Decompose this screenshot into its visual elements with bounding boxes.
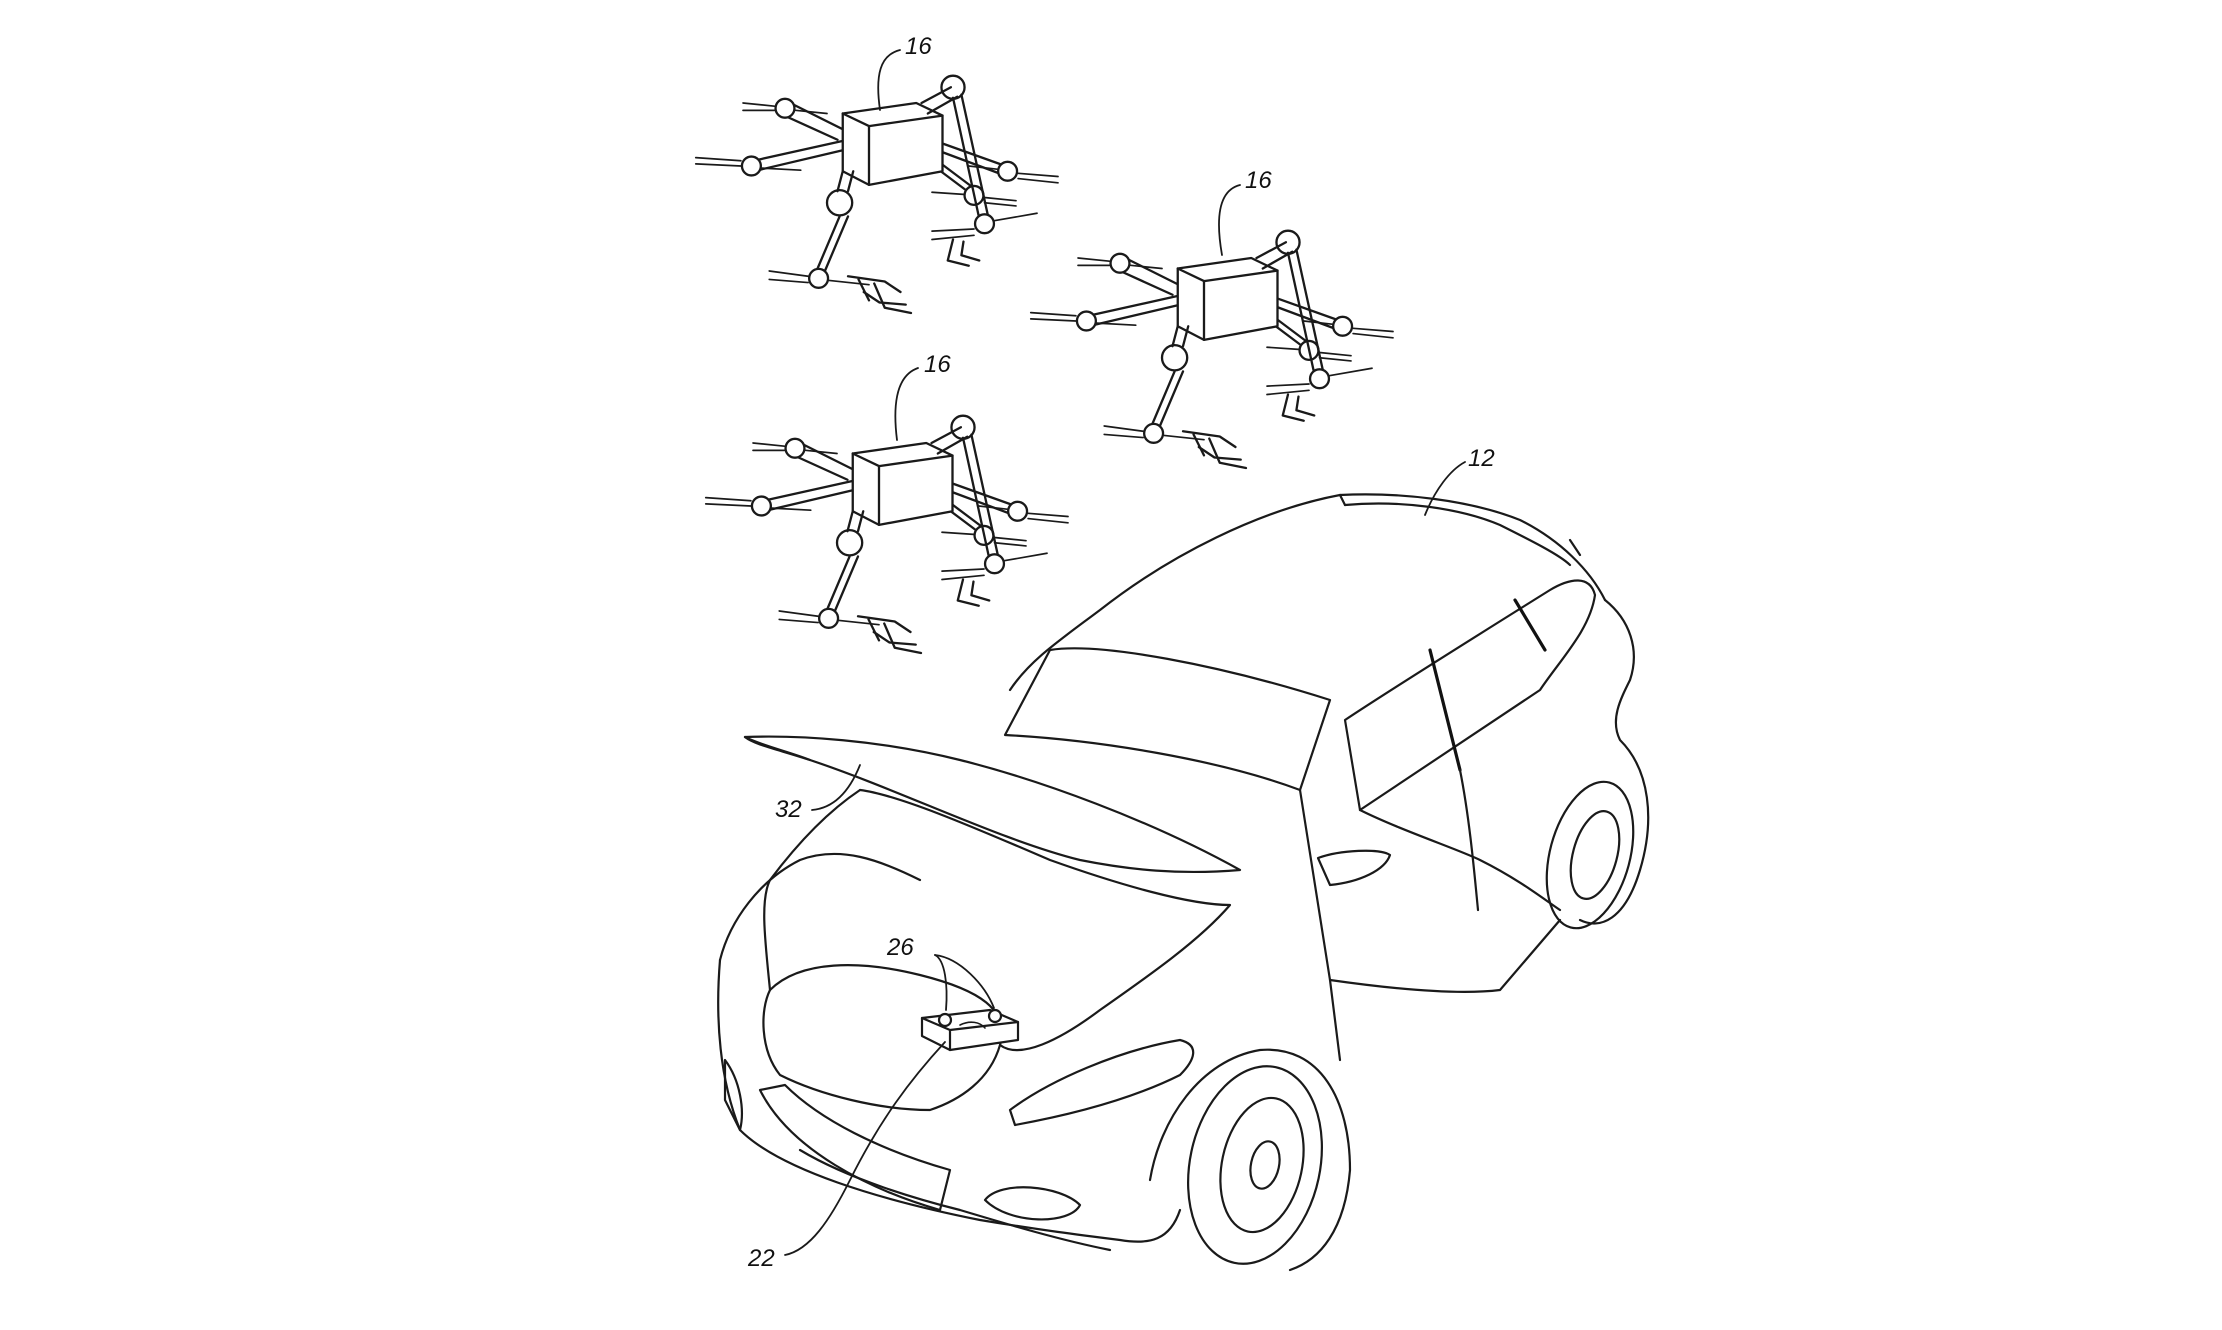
- open-hood: 32: [743, 735, 1242, 1052]
- leader-drone-right: [1218, 184, 1241, 256]
- drone-top: 16: [694, 33, 1060, 315]
- ref-label-drone-middle: 16: [924, 351, 951, 378]
- ref-label-hood: 32: [775, 796, 802, 823]
- leader-vehicle: [1424, 461, 1466, 516]
- ref-label-battery: 22: [747, 1245, 775, 1272]
- battery: 26 22: [747, 934, 1020, 1272]
- ref-label-terminals: 26: [886, 934, 914, 961]
- ref-label-drone-top: 16: [905, 33, 932, 60]
- battery-terminal-left: [937, 1012, 953, 1028]
- leader-terminals-left: [934, 954, 948, 1011]
- vehicle: 12: [717, 445, 1650, 1272]
- leader-drone-top: [877, 49, 901, 111]
- leader-terminals-right: [934, 954, 995, 1009]
- drone-right: 16: [1029, 167, 1395, 470]
- ref-label-vehicle: 12: [1468, 445, 1495, 472]
- drone-middle: 16: [704, 351, 1070, 655]
- leader-battery: [784, 1041, 946, 1256]
- leader-drone-middle: [894, 367, 919, 441]
- ref-label-drone-right: 16: [1245, 167, 1272, 194]
- leader-hood: [811, 764, 861, 811]
- battery-terminal-right: [987, 1008, 1003, 1024]
